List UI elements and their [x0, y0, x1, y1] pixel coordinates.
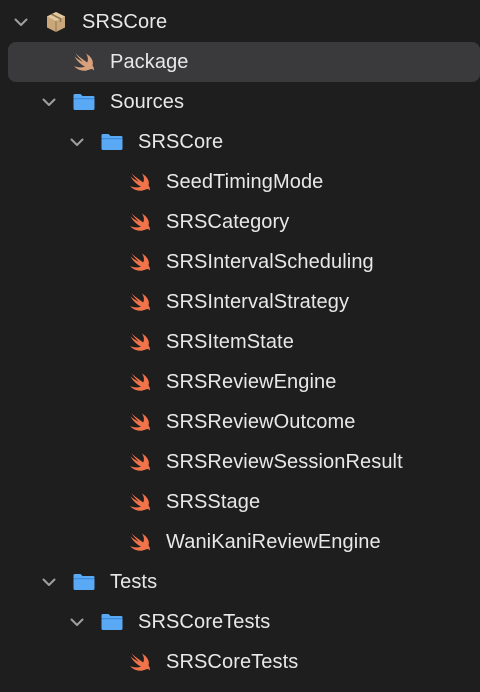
- tree-row-file[interactable]: SRSReviewSessionResult: [0, 442, 480, 482]
- tree-row-sources[interactable]: Sources: [0, 82, 480, 122]
- tree-row-file[interactable]: SRSStage: [0, 482, 480, 522]
- tree-row-file-label: SRSIntervalScheduling: [166, 251, 374, 273]
- tree-row-file[interactable]: SRSCoreTests: [0, 642, 480, 682]
- tree-row-package-label: Package: [110, 51, 189, 73]
- tree-row-file-label: SRSStage: [166, 491, 261, 513]
- swift-file-icon: [128, 410, 152, 434]
- tree-row-file-label: SRSItemState: [166, 331, 294, 353]
- swift-file-icon: [128, 450, 152, 474]
- tree-row-file-label: SRSReviewOutcome: [166, 411, 356, 433]
- folder-icon: [100, 130, 124, 154]
- disclosure-chevron-down-icon[interactable]: [68, 613, 86, 631]
- tree-row-file[interactable]: SeedTimingMode: [0, 162, 480, 202]
- swift-file-icon: [72, 50, 96, 74]
- swift-file-icon: [128, 170, 152, 194]
- folder-icon: [72, 570, 96, 594]
- swift-file-icon: [128, 530, 152, 554]
- swift-file-icon: [128, 290, 152, 314]
- disclosure-chevron-down-icon[interactable]: [40, 573, 58, 591]
- disclosure-chevron-down-icon[interactable]: [12, 13, 30, 31]
- tree-row-tests-srscoretests[interactable]: SRSCoreTests: [0, 602, 480, 642]
- tree-row-file[interactable]: WaniKaniReviewEngine: [0, 522, 480, 562]
- tree-row-file[interactable]: SRSItemState: [0, 322, 480, 362]
- swift-file-icon: [128, 490, 152, 514]
- tree-row-file[interactable]: SRSReviewEngine: [0, 362, 480, 402]
- swift-file-icon: [128, 210, 152, 234]
- tree-row-file[interactable]: SRSIntervalStrategy: [0, 282, 480, 322]
- disclosure-chevron-down-icon[interactable]: [40, 93, 58, 111]
- swift-file-icon: [128, 330, 152, 354]
- tree-row-sources-label: Sources: [110, 91, 185, 113]
- tree-row-file-label: WaniKaniReviewEngine: [166, 531, 381, 553]
- tree-row-root-label: SRSCore: [82, 11, 168, 33]
- tree-row-package[interactable]: Package: [0, 42, 480, 82]
- tree-row-sources-srscore[interactable]: SRSCore: [0, 122, 480, 162]
- tree-row-tests-label: Tests: [110, 571, 158, 593]
- tree-row-root[interactable]: SRSCore: [0, 2, 480, 42]
- selection-highlight: [8, 42, 480, 82]
- disclosure-chevron-down-icon[interactable]: [68, 133, 86, 151]
- folder-icon: [100, 610, 124, 634]
- tree-row-tests[interactable]: Tests: [0, 562, 480, 602]
- tree-row-file-label: SRSCoreTests: [166, 651, 299, 673]
- swift-file-icon: [128, 370, 152, 394]
- tree-row-file[interactable]: SRSReviewOutcome: [0, 402, 480, 442]
- tree-row-file[interactable]: SRSIntervalScheduling: [0, 242, 480, 282]
- tree-row-file-label: SRSReviewEngine: [166, 371, 337, 393]
- tree-row-file-label: SRSIntervalStrategy: [166, 291, 350, 313]
- tree-row-tests-srscoretests-label: SRSCoreTests: [138, 611, 271, 633]
- package-icon: [44, 10, 68, 34]
- tree-row-file-label: SRSReviewSessionResult: [166, 451, 403, 473]
- folder-icon: [72, 90, 96, 114]
- swift-file-icon: [128, 250, 152, 274]
- tree-row-file[interactable]: SRSCategory: [0, 202, 480, 242]
- swift-file-icon: [128, 650, 152, 674]
- tree-row-file-label: SRSCategory: [166, 211, 290, 233]
- tree-row-sources-srscore-label: SRSCore: [138, 131, 224, 153]
- tree-row-file-label: SeedTimingMode: [166, 171, 324, 193]
